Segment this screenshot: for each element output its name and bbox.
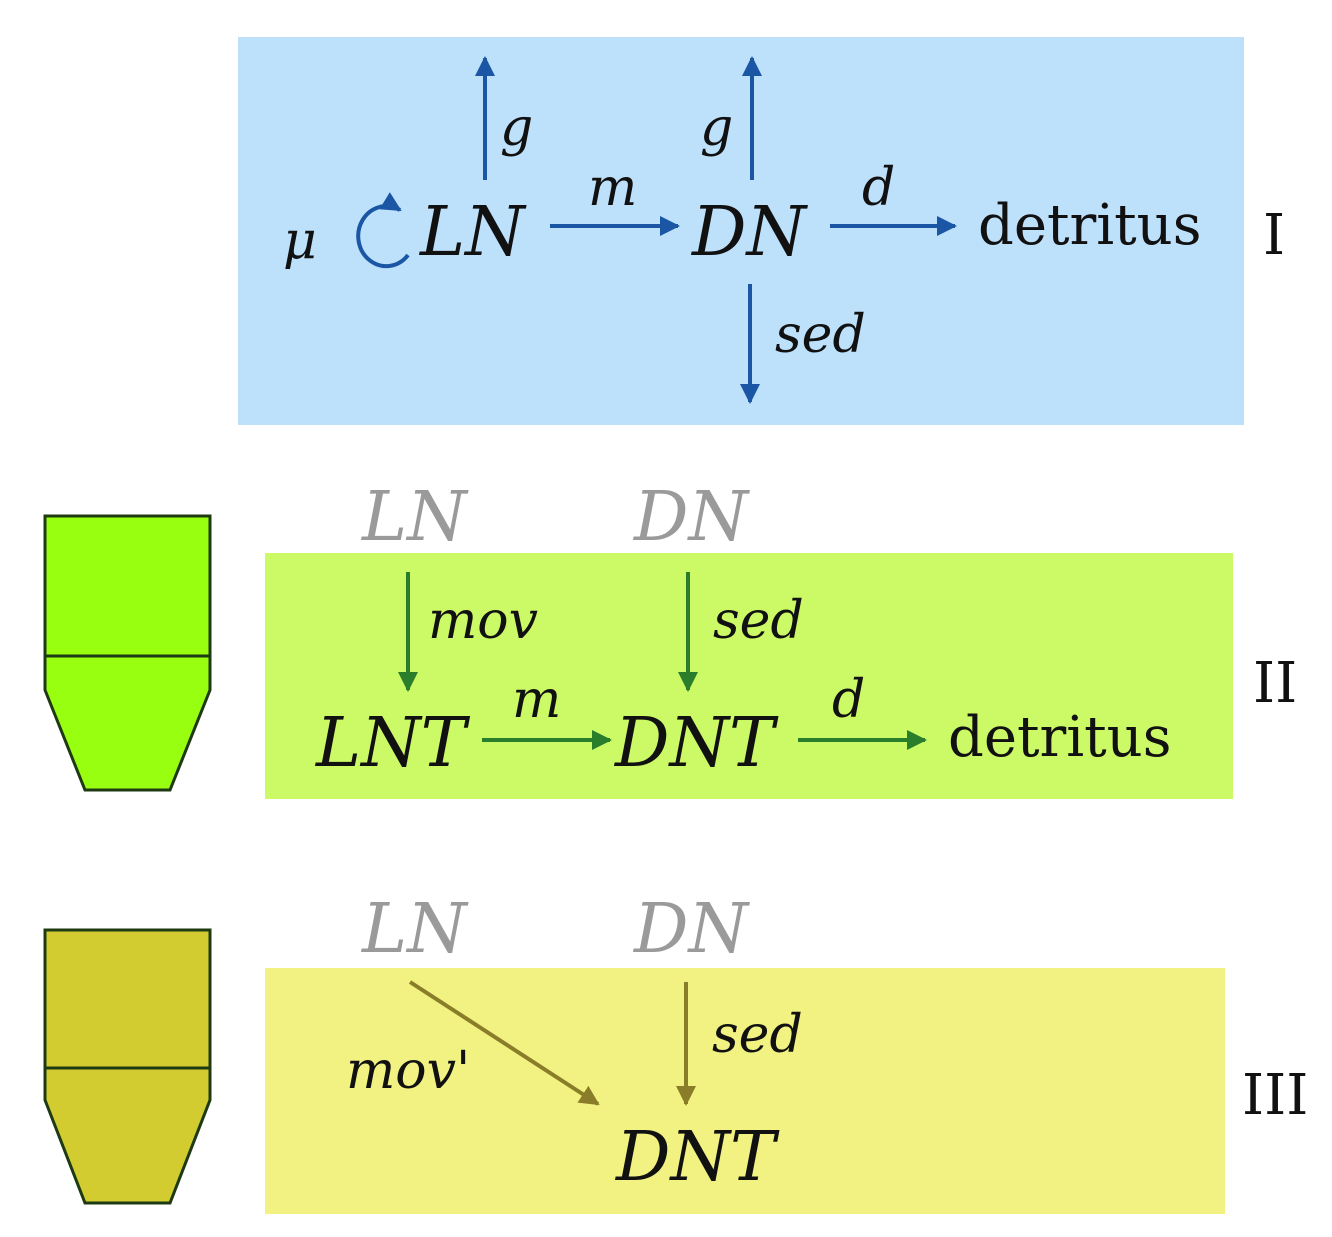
m-label-2: m bbox=[512, 670, 561, 730]
detritus-node-1: detritus bbox=[978, 193, 1201, 258]
ln-node: LN bbox=[418, 193, 527, 272]
g-label-ln: g bbox=[500, 98, 533, 158]
vessel-3-bottom bbox=[43, 1066, 212, 1205]
ln-ghost-3: LN bbox=[360, 890, 469, 969]
dn-node: DN bbox=[690, 193, 809, 272]
g-label-dn: g bbox=[700, 98, 733, 158]
lnt-node: LNT bbox=[314, 704, 471, 783]
panel-3-background bbox=[265, 968, 1225, 1214]
d-label-1: d bbox=[862, 158, 895, 218]
detritus-node-2: detritus bbox=[948, 705, 1171, 770]
mov-prime-label: mov' bbox=[346, 1041, 470, 1101]
vessel-3 bbox=[43, 928, 212, 1205]
dn-ghost-3: DN bbox=[632, 890, 751, 969]
panel-1-background bbox=[238, 37, 1244, 425]
vessel-2-top bbox=[43, 514, 212, 658]
sed-label-2: sed bbox=[713, 591, 804, 651]
growth-loop-arrow bbox=[356, 192, 410, 269]
vessel-2 bbox=[43, 514, 212, 792]
panel-2-background bbox=[265, 553, 1233, 799]
dn-ghost-2: DN bbox=[632, 478, 751, 557]
sed-label-1: sed bbox=[775, 305, 866, 365]
ln-ghost-2: LN bbox=[360, 478, 469, 557]
panel-3: mov' sed DNT bbox=[265, 968, 1225, 1214]
vessel-2-bottom bbox=[43, 654, 212, 792]
roman-label-1: I bbox=[1263, 203, 1285, 268]
vessel-3-top bbox=[43, 928, 212, 1070]
m-label-1: m bbox=[588, 158, 637, 218]
panel-2: mov sed LNT m DNT d detritus bbox=[265, 553, 1233, 799]
sed-label-3: sed bbox=[712, 1005, 803, 1065]
mu-label: μ bbox=[283, 211, 317, 271]
d-label-2: d bbox=[832, 670, 865, 730]
roman-label-2: II bbox=[1253, 651, 1297, 716]
panel-1: μ LN g m DN g d detritus sed bbox=[238, 37, 1244, 425]
mov-prime-arrow bbox=[408, 980, 600, 1106]
roman-label-3: III bbox=[1242, 1063, 1308, 1128]
dnt-node-2: DNT bbox=[613, 704, 779, 783]
mov-label: mov bbox=[428, 591, 538, 651]
dnt-node-3: DNT bbox=[614, 1118, 780, 1197]
